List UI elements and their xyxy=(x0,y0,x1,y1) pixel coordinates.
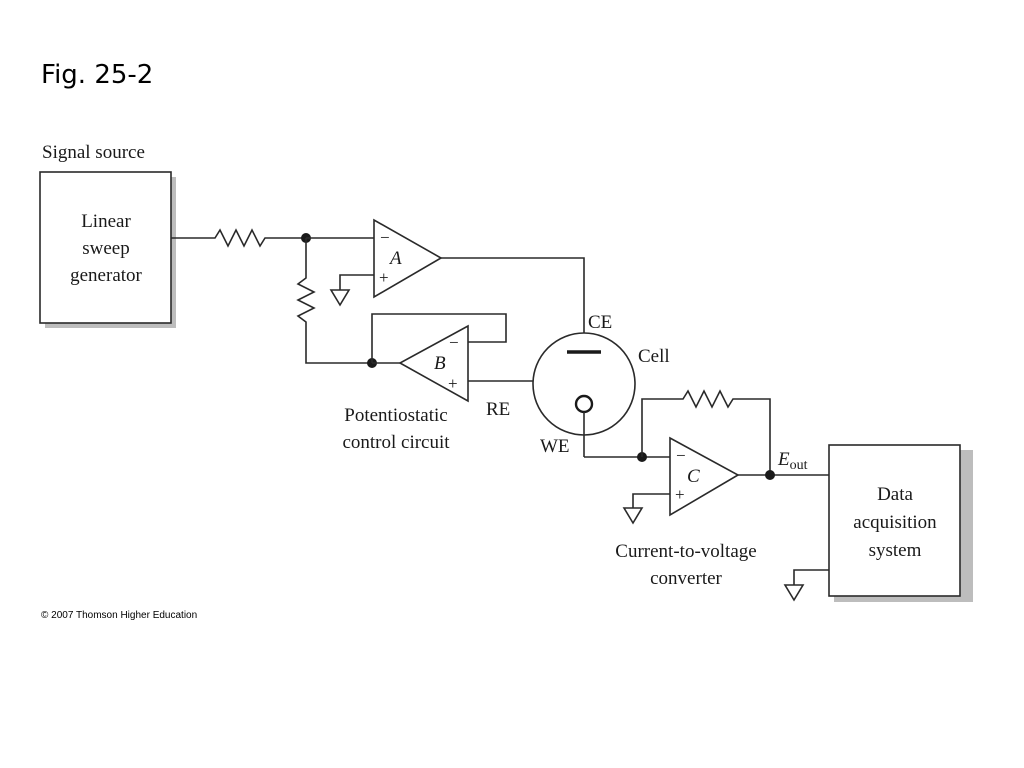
output-junction-dot xyxy=(765,470,775,480)
amp-b-plus: + xyxy=(448,374,458,393)
generator-label-line2: sweep xyxy=(82,238,129,259)
op-amp-a: − + A xyxy=(373,218,443,299)
ce-label: CE xyxy=(588,312,612,333)
amp-b-label: B xyxy=(434,353,446,374)
re-label: RE xyxy=(486,399,510,420)
slide-title: Fig. 25-2 xyxy=(41,60,154,90)
eout-label: Eout xyxy=(777,449,808,473)
input-resistor xyxy=(171,228,306,248)
amp-a-plus: + xyxy=(379,268,389,287)
we-label: WE xyxy=(540,436,570,457)
daq-label-line3: system xyxy=(869,540,922,561)
feedback-resistor-vertical xyxy=(296,238,372,364)
potentiostat-label-line1: Potentiostatic xyxy=(344,405,447,426)
amp-c-minus: − xyxy=(676,446,686,465)
ground-icon-daq xyxy=(783,584,805,602)
potentiostat-label-line2: control circuit xyxy=(342,432,450,453)
op-amp-c: − + C xyxy=(669,436,740,517)
copyright-notice: © 2007 Thomson Higher Education xyxy=(41,610,198,621)
ground-icon-c xyxy=(622,507,644,525)
generator-label-line3: generator xyxy=(70,265,142,286)
daq-label-line1: Data xyxy=(877,484,913,505)
cell-label: Cell xyxy=(638,346,670,367)
working-electrode-icon xyxy=(574,394,594,414)
amp-a-label: A xyxy=(388,248,402,269)
amp-b-minus: − xyxy=(449,333,459,352)
generator-label-line1: Linear xyxy=(81,211,131,232)
data-acquisition-system-box: Data acquisition system xyxy=(828,444,973,602)
converter-label-line2: converter xyxy=(650,568,722,589)
amp-c-label: C xyxy=(687,466,700,487)
ground-icon-a xyxy=(329,289,351,307)
daq-label-line2: acquisition xyxy=(853,512,937,533)
converter-feedback-resistor xyxy=(641,389,771,475)
amp-a-minus: − xyxy=(380,228,390,247)
linear-sweep-generator-box: Linear sweep generator xyxy=(39,171,176,328)
amp-c-plus: + xyxy=(675,485,685,504)
op-amp-b: − + B xyxy=(398,324,469,403)
signal-source-label: Signal source xyxy=(42,142,145,163)
converter-label-line1: Current-to-voltage xyxy=(615,541,756,562)
